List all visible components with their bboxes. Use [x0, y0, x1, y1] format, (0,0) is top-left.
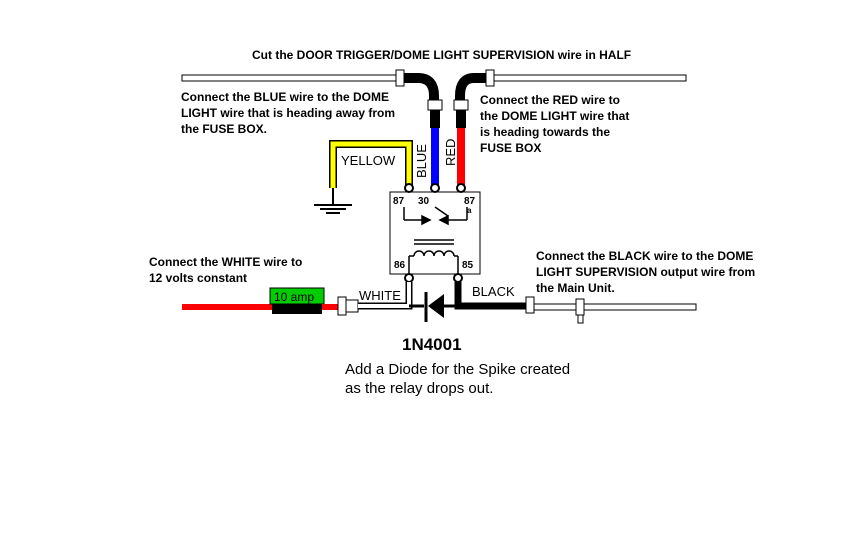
ground-symbol [314, 188, 352, 214]
diode-part-number: 1N4001 [402, 335, 462, 354]
note-black-line: LIGHT SUPERVISION output wire from [536, 265, 755, 279]
black-splice-connector [525, 296, 535, 314]
black-wire-label: BLACK [472, 284, 515, 299]
note-blue: Connect the BLUE wire to the DOME LIGHT … [181, 90, 395, 136]
relay-coil [408, 239, 459, 274]
note-red-line: FUSE BOX [480, 141, 541, 155]
note-black: Connect the BLACK wire to the DOME LIGHT… [536, 249, 755, 295]
blue-wire [431, 128, 439, 186]
splice-connector-right [485, 69, 495, 87]
relay-switch [403, 206, 468, 226]
yellow-wire [330, 141, 412, 188]
note-blue-line: Connect the BLUE wire to the DOME [181, 90, 389, 104]
pin-30-terminal [430, 183, 440, 193]
note-white-line: Connect the WHITE wire to [149, 255, 302, 269]
note-blue-line: the FUSE BOX. [181, 122, 267, 136]
yellow-wire-label: YELLOW [341, 153, 396, 168]
pin-87-label: 87 [393, 196, 405, 207]
blue-splice [427, 99, 443, 111]
pin-87a-terminal [456, 183, 466, 193]
relay-body [389, 191, 481, 275]
blue-wire-label: BLUE [414, 144, 429, 178]
note-red: Connect the RED wire to the DOME LIGHT w… [480, 93, 629, 155]
dome-light-wire-left-half [181, 74, 405, 82]
dome-light-output-wire [533, 303, 697, 311]
white-wire-label: WHITE [359, 288, 401, 303]
fuse-splice-connector [337, 296, 347, 316]
white-wire-ferrule [345, 299, 359, 313]
blue-sheath-lower [430, 110, 440, 128]
note-black-line: the Main Unit. [536, 281, 615, 295]
pin-30-label: 30 [418, 196, 430, 207]
red-sheath-lower [456, 110, 466, 128]
fuse [269, 287, 325, 305]
diode-caption-line: as the relay drops out. [345, 380, 493, 397]
note-blue-line: LIGHT wire that is heading away from [181, 106, 395, 120]
pin-87a-label: 87 [464, 196, 476, 207]
red-wire-label: RED [443, 139, 458, 166]
output-wire-connector [575, 298, 585, 316]
pin-87-terminal [404, 183, 414, 193]
note-black-line: Connect the BLACK wire to the DOME [536, 249, 753, 263]
diode [424, 292, 444, 322]
diagram-title: Cut the DOOR TRIGGER/DOME LIGHT SUPERVIS… [252, 48, 631, 62]
note-white: Connect the WHITE wire to 12 volts const… [149, 255, 302, 285]
pin-85-terminal [453, 273, 463, 283]
note-white-line: 12 volts constant [149, 271, 247, 285]
red-wire [457, 128, 465, 186]
pin-86-label: 86 [394, 260, 406, 271]
power-wire-red [182, 304, 272, 310]
note-red-line: is heading towards the [480, 125, 610, 139]
note-red-line: the DOME LIGHT wire that [480, 109, 629, 123]
diode-caption-line: Add a Diode for the Spike created [345, 361, 570, 378]
fuse-label: 10 amp [274, 290, 314, 304]
note-red-line: Connect the RED wire to [480, 93, 620, 107]
splice-connector-left [395, 69, 405, 87]
pin-86-terminal [404, 273, 414, 283]
power-wire-red-right [322, 304, 342, 310]
blue-sheath [404, 73, 439, 108]
red-splice [453, 99, 469, 111]
black-wire [454, 282, 526, 310]
dome-light-wire-right-half [487, 74, 687, 82]
output-wire-tab [577, 314, 584, 324]
pin-85-label: 85 [462, 260, 474, 271]
red-sheath [455, 73, 486, 108]
pin-87a-sub-label: a [467, 206, 472, 215]
